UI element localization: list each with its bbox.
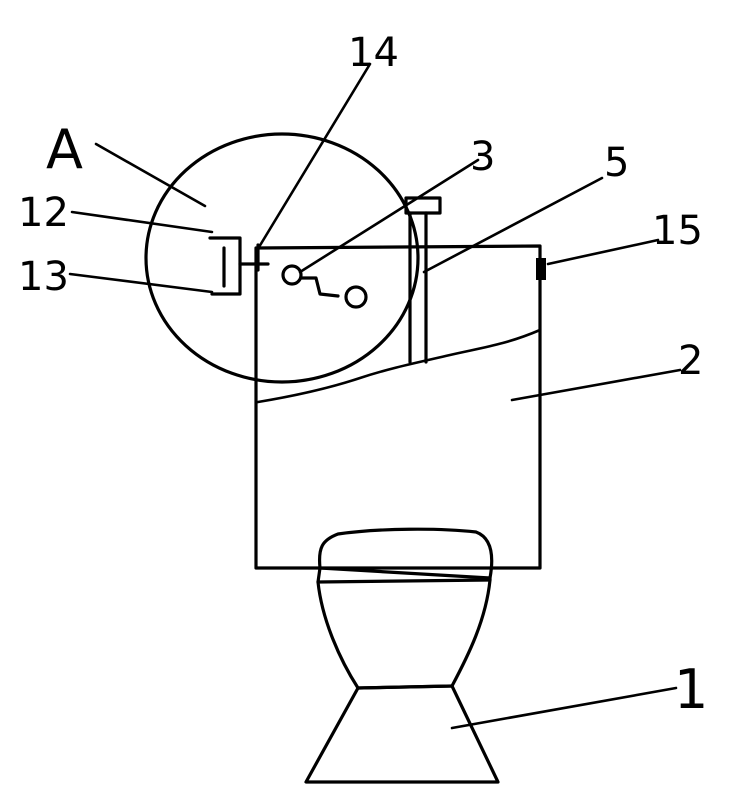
valve-assembly [208,236,368,309]
label-14: 14 [348,30,399,76]
leader-lines [68,62,682,730]
water-surface [256,328,542,404]
label-1: 1 [674,658,708,721]
cistern-tank [254,244,542,570]
label-a: A [46,118,83,181]
label-15: 15 [652,208,703,254]
label-12: 12 [18,190,69,236]
label-3: 3 [470,134,495,180]
component-15-block [536,258,546,280]
detail-circle-a [144,132,420,384]
label-2: 2 [678,338,703,384]
label-13: 13 [18,254,69,300]
toilet-bowl [304,527,500,784]
label-5: 5 [604,140,629,186]
